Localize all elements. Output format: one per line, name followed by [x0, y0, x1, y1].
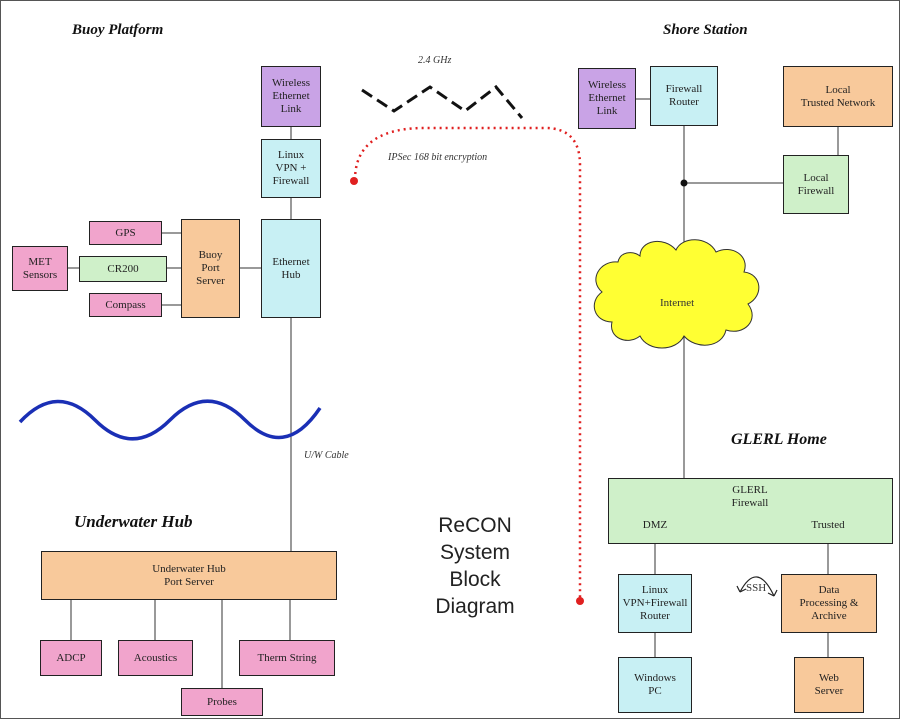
probes-node: Probes	[181, 688, 263, 716]
heading-buoy-platform: Buoy Platform	[72, 22, 164, 38]
web-server: Web Server	[794, 657, 864, 713]
firewall-router: Firewall Router	[650, 66, 718, 126]
shore-wireless-link: Wireless Ethernet Link	[578, 68, 636, 129]
trusted-label: Trusted	[811, 519, 845, 531]
underwater-hub-port-server: Underwater Hub Port Server	[41, 551, 337, 600]
data-processing-archive: Data Processing & Archive	[781, 574, 877, 633]
windows-pc: Windows PC	[618, 657, 692, 713]
heading-underwater-hub: Underwater Hub	[74, 512, 193, 531]
water-surface-wave	[18, 399, 322, 441]
linux-vpn-firewall: Linux VPN + Firewall	[261, 139, 321, 198]
ssh-label: SSH	[746, 582, 767, 594]
adcp-node: ADCP	[40, 640, 102, 676]
linux-vpn-router: Linux VPN+Firewall Router	[618, 574, 692, 633]
therm-string-node: Therm String	[239, 640, 335, 676]
buoy-wireless-link: Wireless Ethernet Link	[261, 66, 321, 127]
buoy-port-server: Buoy Port Server	[181, 219, 240, 318]
ethernet-hub: Ethernet Hub	[261, 219, 321, 318]
cable-label: U/W Cable	[304, 450, 349, 461]
cr200-node: CR200	[79, 256, 167, 282]
encryption-endpoint-glerl	[576, 597, 584, 605]
ssh-arrow-right	[767, 589, 778, 597]
encryption-endpoint-buoy	[350, 177, 358, 185]
dmz-label: DMZ	[642, 519, 668, 531]
internet-cloud-icon	[593, 239, 760, 349]
gps-node: GPS	[89, 221, 162, 245]
local-trusted-network: Local Trusted Network	[783, 66, 893, 127]
junction-dot	[680, 179, 688, 187]
heading-glerl-home: GLERL Home	[731, 431, 827, 448]
met-sensors-node: MET Sensors	[12, 246, 68, 291]
wireless-signal-zigzag	[361, 84, 524, 119]
ssh-arc	[739, 576, 775, 597]
diagram-title: ReCON System Block Diagram	[435, 514, 515, 618]
ssh-arrow-left	[736, 585, 747, 593]
glerl-firewall	[608, 478, 893, 544]
glerl-firewall-label: GLERL Firewall	[731, 484, 769, 509]
acoustics-node: Acoustics	[118, 640, 193, 676]
internet-label: Internet	[660, 297, 695, 309]
heading-shore-station: Shore Station	[663, 22, 748, 38]
frequency-label: 2.4 GHz	[418, 55, 452, 66]
encryption-label: IPSec 168 bit encryption	[388, 152, 488, 163]
local-firewall: Local Firewall	[783, 155, 849, 214]
compass-node: Compass	[89, 293, 162, 317]
